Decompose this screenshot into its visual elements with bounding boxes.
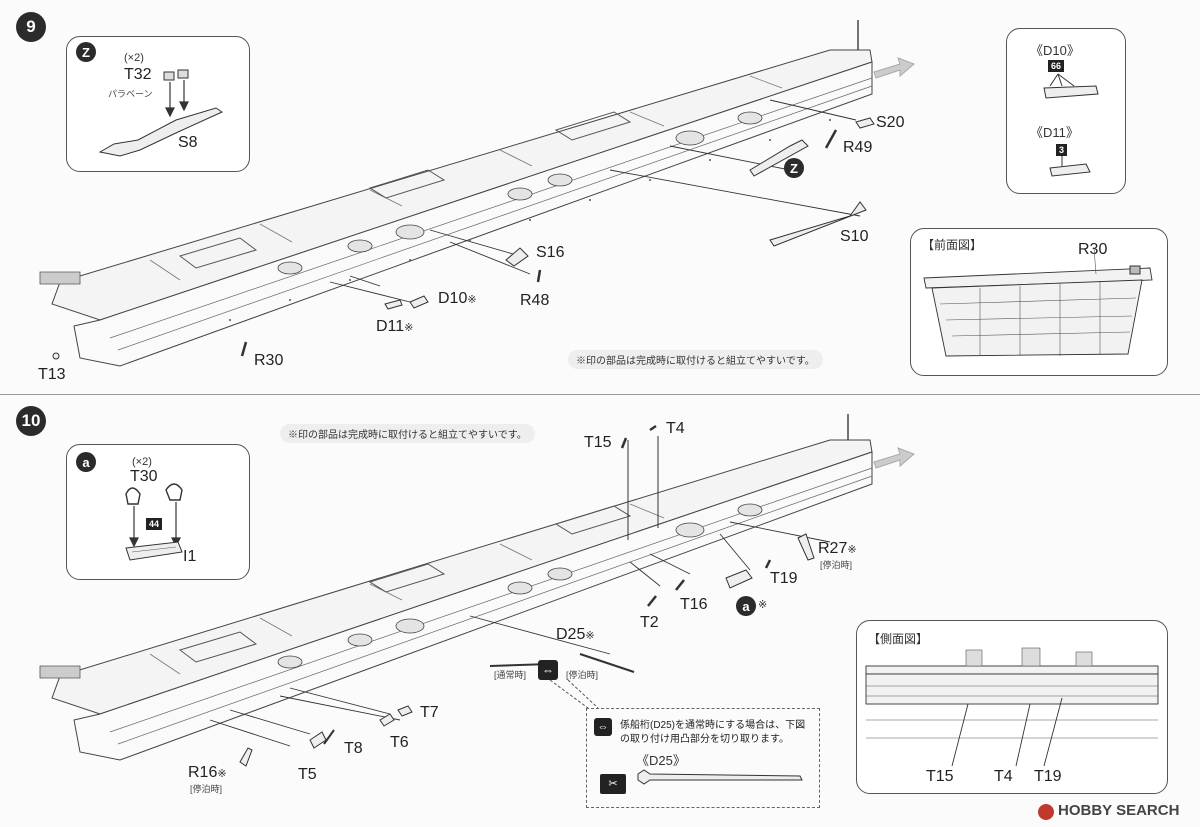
- loose-parts: [52, 118, 874, 360]
- label-anchored: [停泊時]: [566, 670, 599, 680]
- d25-cut-line2: の取り付け用凸部分を切り取ります。: [620, 734, 789, 745]
- inset-z-qty: (×2): [124, 52, 144, 64]
- flight-deck: [52, 50, 872, 320]
- inset-a-drawing: [125, 483, 183, 561]
- inset-z-drawing: [98, 69, 224, 157]
- d25-cut-line1: 係船桁(D25)を通常時にする場合は、下図: [620, 720, 806, 731]
- arrows: [165, 80, 189, 118]
- ship-drawing-step9: [30, 20, 930, 380]
- label-s20: S20: [876, 114, 905, 131]
- inset-z-part-t32: T32: [124, 66, 152, 83]
- front-view-drawing: [923, 247, 1153, 357]
- part-s8-shape: [98, 107, 224, 157]
- d25-cut-swap-icon: ⇔: [594, 718, 612, 736]
- d25-cut-title: 《D25》: [636, 753, 686, 768]
- label-s16: S16: [536, 244, 565, 261]
- inset-a-part-i1: I1: [183, 548, 197, 565]
- inset-a-badge: 44: [146, 518, 163, 530]
- label-t7: T7: [420, 704, 439, 721]
- label-r30: R30: [254, 352, 284, 369]
- label-t16: T16: [680, 596, 708, 613]
- step9-note: ※印の部品は完成時に取付けると組立てやすいです。: [568, 350, 823, 369]
- label-t5: T5: [298, 766, 317, 783]
- label-t15: T15: [584, 434, 612, 451]
- step-10-number: 10: [16, 406, 46, 436]
- label-s10: S10: [840, 228, 869, 245]
- hobby-search-logo-icon: [1038, 804, 1054, 820]
- side-view-t19: T19: [1034, 768, 1062, 785]
- side-view-t15: T15: [926, 768, 954, 785]
- label-t19: T19: [770, 570, 798, 587]
- inset-z-box: [66, 36, 250, 172]
- z-marker-main: Z: [784, 158, 804, 178]
- label-d11: D11※: [376, 318, 414, 335]
- watermark-brand: HOBBY SEARCH: [1058, 802, 1180, 819]
- label-t6: T6: [390, 734, 409, 751]
- label-normal: [通常時]: [494, 670, 527, 680]
- front-view-title: 【前面図】: [922, 238, 983, 252]
- inset-z-caption: パラベーン: [108, 89, 153, 99]
- detail-d10-title: 《D10》: [1030, 43, 1080, 58]
- swap-icon: ⇔: [538, 660, 558, 680]
- inset-a-marker: a: [76, 452, 96, 472]
- detail-d11-title: 《D11》: [1030, 125, 1079, 140]
- label-r27-sub: [停泊時]: [820, 560, 853, 570]
- detail-d10-badge: 66: [1048, 60, 1065, 72]
- label-t8: T8: [344, 740, 363, 757]
- a-marker-main: a: [736, 596, 756, 616]
- label-r27: R27※: [818, 540, 857, 557]
- d25-callout-lines: [549, 679, 599, 709]
- label-r49: R49: [843, 139, 873, 156]
- step-separator: [0, 394, 1200, 395]
- side-view-title: 【側面図】: [868, 632, 929, 646]
- portholes: [229, 119, 831, 321]
- side-view-box: [856, 620, 1168, 794]
- paravane-t32-parts: [163, 69, 189, 81]
- label-t13: T13: [38, 366, 66, 383]
- label-t2: T2: [640, 614, 659, 631]
- step-9-number: 9: [16, 12, 46, 42]
- detail-d10-d11-drawing: [1043, 73, 1099, 177]
- detail-d11-badge: 3: [1056, 144, 1068, 156]
- d25-cut-note-box: [586, 708, 820, 808]
- label-t4: T4: [666, 420, 685, 437]
- side-view-drawing: [865, 647, 1159, 767]
- front-view-label-r30: R30: [1078, 241, 1108, 258]
- inset-z-part-s8: S8: [178, 134, 198, 151]
- boat-shape: [125, 541, 183, 561]
- inset-a-qty: (×2): [132, 456, 152, 468]
- side-view-t4: T4: [994, 768, 1013, 785]
- label-r48: R48: [520, 292, 550, 309]
- label-d25: D25※: [556, 626, 595, 643]
- label-r16-sub: [停泊時]: [190, 784, 223, 794]
- label-d10: D10※: [438, 290, 477, 307]
- a-marker-asterisk: ※: [758, 599, 768, 611]
- step10-note: ※印の部品は完成時に取付けると組立てやすいです。: [280, 424, 535, 443]
- d25-part-drawing: [637, 769, 803, 785]
- label-r16: R16※: [188, 764, 227, 781]
- inset-a-part-t30: T30: [130, 468, 158, 485]
- cut-icon: ✂: [600, 774, 626, 794]
- inset-z-marker: Z: [76, 42, 96, 62]
- ship-drawing-step10: [30, 410, 930, 770]
- inset-a-box: [66, 444, 250, 580]
